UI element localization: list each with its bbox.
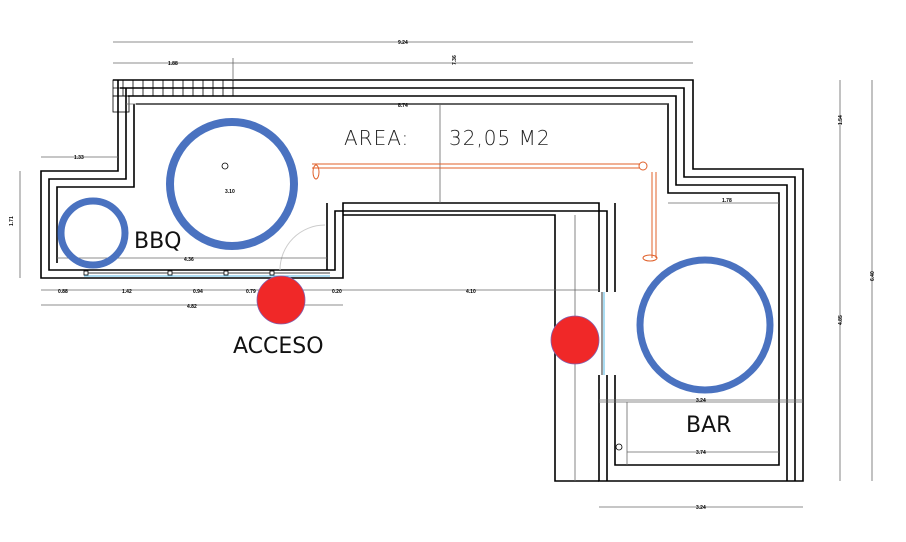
dim-total-width: 9.24	[398, 40, 408, 46]
area-value: 32,05 M2	[449, 126, 551, 150]
dim-bar-top: 1.78	[722, 198, 732, 204]
access-marker-left	[256, 275, 306, 325]
dim-seg5: 0.20	[332, 289, 342, 295]
door-swing	[279, 224, 326, 271]
zone-label-bar: BAR	[686, 413, 731, 438]
dim-bar-inner: 3.74	[696, 450, 706, 456]
column-marker	[221, 162, 229, 170]
access-marker-right	[550, 315, 600, 365]
dim-left-height: 1.71	[9, 216, 15, 226]
dim-bar-width: 3.24	[696, 398, 706, 404]
inner-wall	[56, 103, 780, 466]
dim-left-step: 1.33	[74, 155, 84, 161]
dim-bottom-left: 4.82	[187, 304, 197, 310]
dim-right-upper: 1.54	[838, 115, 844, 125]
dim-mid: 4.10	[466, 289, 476, 295]
dim-inner: 8.74	[398, 103, 408, 109]
dim-right-total: 6.40	[870, 271, 876, 281]
dim-bbq-inner: 4.36	[184, 257, 194, 263]
stairs	[112, 79, 234, 113]
zone-circle-large	[166, 118, 298, 250]
dim-bar-bottom: 3.24	[696, 505, 706, 511]
dim-right-lower: 4.85	[838, 315, 844, 325]
wall-line-3	[128, 95, 788, 481]
dim-stairs: 1.88	[168, 61, 178, 67]
zone-label-acceso: ACCESO	[233, 334, 324, 359]
dim-circle: 3.10	[225, 189, 235, 195]
zone-label-bbq: BBQ	[134, 229, 182, 254]
area-label: AREA:	[344, 126, 409, 150]
dim-seg2: 1.42	[122, 289, 132, 295]
dim-seg4: 0.79	[246, 289, 256, 295]
dim-right: 7.36	[452, 55, 458, 65]
dimension-labels: 9.24 1.88 7.36 8.74 1.33 1.71 3.10 4.36 …	[9, 40, 876, 511]
dim-seg1: 0.88	[58, 289, 68, 295]
bar-window	[601, 292, 605, 375]
zone-circle-bbq	[57, 197, 129, 269]
bbq-windows	[83, 270, 330, 277]
dim-seg3: 0.94	[193, 289, 203, 295]
zone-circle-bar	[636, 256, 774, 394]
handrail	[312, 161, 658, 262]
column-marker-bar	[615, 443, 623, 451]
wall-line-2	[48, 87, 796, 481]
